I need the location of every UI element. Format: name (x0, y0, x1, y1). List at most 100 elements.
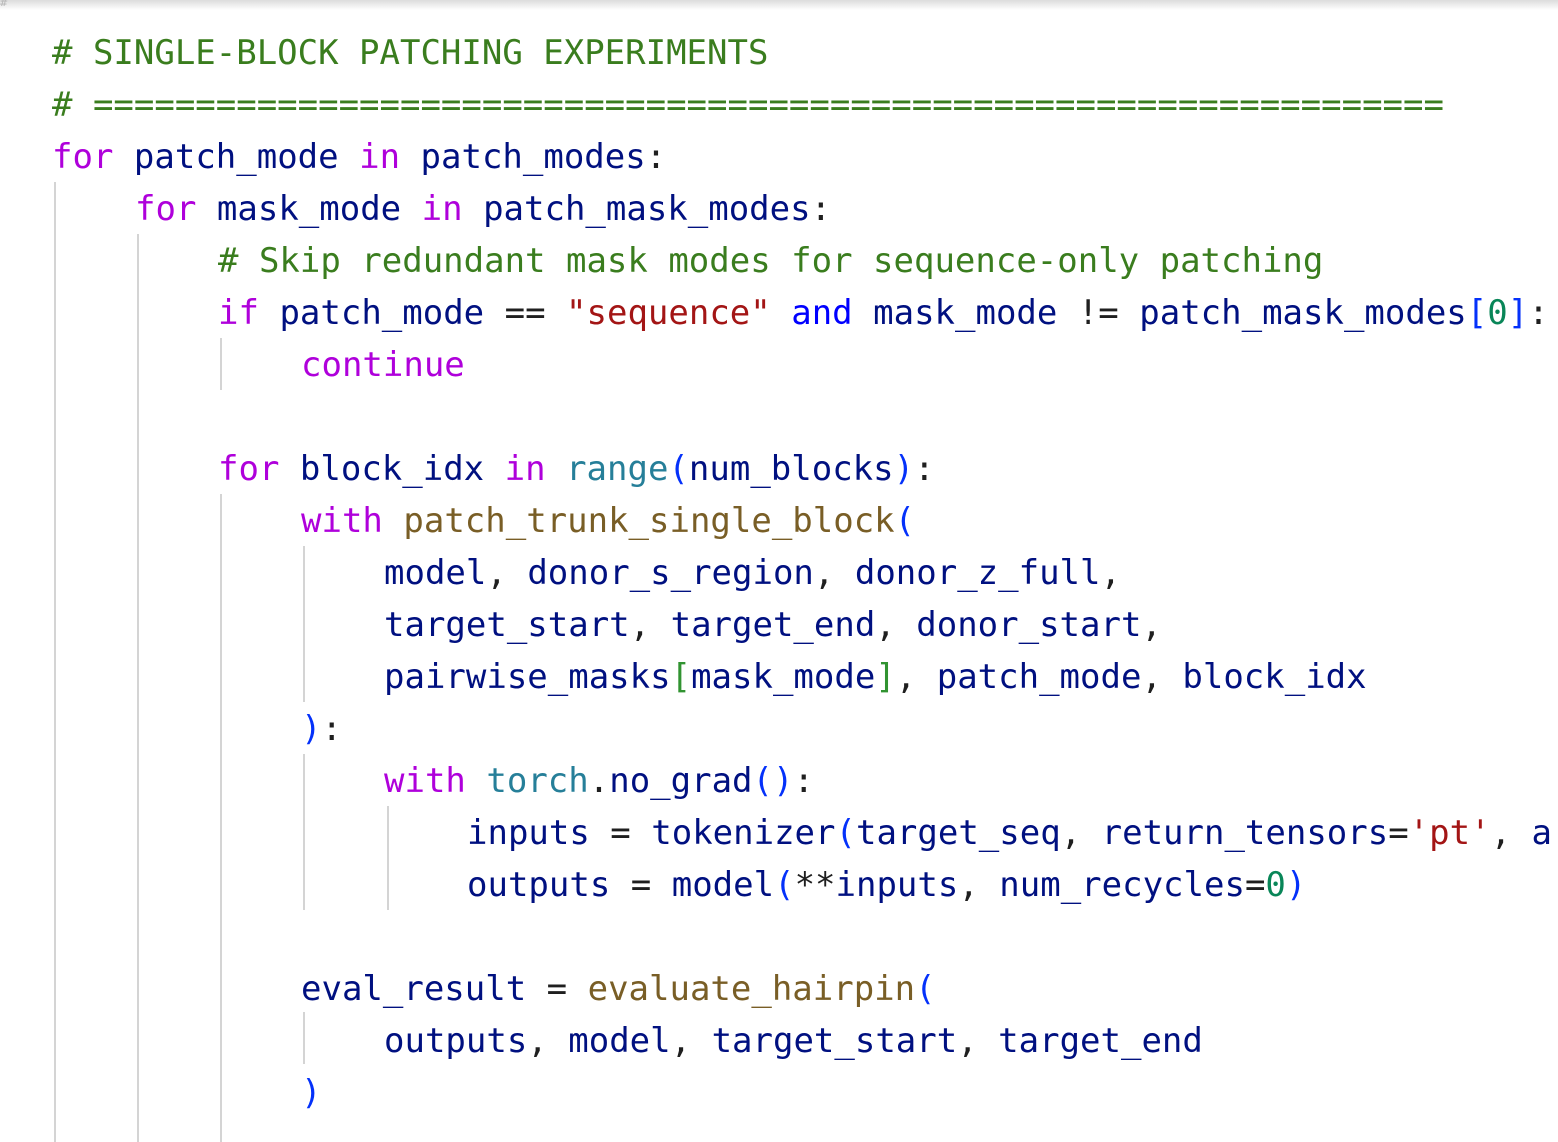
code-line[interactable]: outputs, model, target_start, target_end (384, 1015, 1203, 1067)
code-token-ident: model (671, 865, 775, 905)
code-token-ident: patch_mode (133, 137, 339, 177)
code-token-text (546, 449, 566, 489)
code-token-func: patch_trunk_single_block (403, 501, 895, 541)
indent-guide (137, 234, 139, 1142)
code-token-ident: donor_s_region (527, 553, 814, 593)
code-token-bracket1: ( (894, 501, 916, 541)
code-line[interactable]: # ======================================… (52, 79, 1444, 131)
code-token-ident: model (384, 553, 487, 593)
code-line[interactable]: pairwise_masks[mask_mode], patch_mode, b… (384, 651, 1367, 703)
code-token-text: , (1141, 657, 1183, 697)
code-token-logic: and (791, 293, 853, 333)
code-token-comment: # SINGLE-BLOCK PATCHING EXPERIMENTS (52, 33, 769, 73)
code-line[interactable]: with torch.no_grad(): (384, 755, 814, 807)
code-token-ident: a (1531, 813, 1553, 853)
code-token-text (383, 501, 403, 541)
code-token-text: : (810, 189, 832, 229)
code-token-bracket1: ) (1285, 865, 1307, 905)
code-token-bracket1: ( (668, 449, 689, 489)
code-token-ident: target_start (711, 1021, 958, 1061)
code-token-text: , (1141, 605, 1162, 645)
code-token-text: : (645, 137, 667, 177)
code-token-ident: patch_mode (279, 293, 485, 333)
code-token-text: ** (794, 865, 836, 905)
code-token-text: : (914, 449, 935, 489)
code-line[interactable]: for block_idx in range(num_blocks): (218, 443, 935, 495)
code-token-ident: num_blocks (688, 449, 894, 489)
code-token-ident: patch_mask_modes (483, 189, 811, 229)
code-token-ident: no_grad (609, 761, 753, 801)
code-token-ident: inputs (835, 865, 959, 905)
code-line[interactable]: ) (301, 1067, 321, 1119)
code-token-text: , (895, 657, 937, 697)
code-token-text: . (588, 761, 610, 801)
code-token-ident: mask_mode (216, 189, 402, 229)
code-token-ident: patch_mask_modes (1139, 293, 1467, 333)
code-token-number: 0 (1265, 865, 1286, 905)
code-line[interactable]: for patch_mode in patch_modes: (52, 131, 666, 183)
code-line[interactable]: continue (301, 339, 465, 391)
code-token-ident: model (568, 1021, 671, 1061)
code-token-bracket1: ] (1507, 293, 1529, 333)
indent-guide (303, 754, 305, 910)
code-token-text: = (526, 969, 588, 1009)
code-line[interactable]: with patch_trunk_single_block( (301, 495, 915, 547)
code-line[interactable]: ): (301, 703, 342, 755)
code-token-bracket1: ) (893, 449, 915, 489)
code-token-ident: target_end (670, 605, 876, 645)
code-token-string: 'pt' (1408, 813, 1491, 853)
code-token-keyword: if (218, 293, 259, 333)
code-token-ident: pairwise_masks (384, 657, 671, 697)
editor-top-shadow (0, 0, 1558, 10)
code-line[interactable]: if patch_mode == "sequence" and mask_mod… (218, 287, 1549, 339)
code-token-ident: target_seq (855, 813, 1061, 853)
code-line[interactable]: outputs = model(**inputs, num_recycles=0… (467, 859, 1306, 911)
code-token-ident: inputs (467, 813, 590, 853)
code-token-bracket2: ] (875, 657, 896, 697)
code-line[interactable]: # Skip redundant mask modes for sequence… (218, 235, 1323, 287)
code-token-ident: block_idx (1182, 657, 1367, 697)
code-token-bracket1: ( (915, 969, 936, 1009)
code-line[interactable]: model, donor_s_region, donor_z_full, (384, 547, 1121, 599)
code-token-ident: donor_z_full (854, 553, 1101, 593)
code-token-keyword: with (301, 501, 383, 541)
code-token-text: , (957, 1021, 999, 1061)
code-token-keyword: in (359, 137, 401, 177)
code-token-text: , (958, 865, 1000, 905)
indent-guide (220, 338, 222, 390)
code-token-text: , (670, 1021, 712, 1061)
code-token-bracket1: () (752, 761, 794, 801)
code-token-func: evaluate_hairpin (587, 969, 916, 1009)
code-token-text: , (813, 553, 855, 593)
code-token-string: "sequence" (566, 293, 771, 333)
previous-line-fragment: # (0, 0, 400, 6)
code-token-text: : (1528, 293, 1549, 333)
code-token-text: = (1388, 813, 1409, 853)
code-token-text (466, 761, 486, 801)
code-token-bracket1: ( (774, 865, 795, 905)
code-token-text: , (629, 605, 671, 645)
code-token-bracket2: [ (670, 657, 692, 697)
code-token-text: , (1100, 553, 1121, 593)
code-line[interactable]: inputs = tokenizer(target_seq, return_te… (467, 807, 1552, 859)
code-line[interactable]: target_start, target_end, donor_start, (384, 599, 1162, 651)
code-token-ident: target_end (998, 1021, 1203, 1061)
code-token-ident: donor_start (916, 605, 1142, 645)
code-line[interactable]: eval_result = evaluate_hairpin( (301, 963, 936, 1015)
code-token-text (259, 293, 279, 333)
code-token-text (400, 137, 420, 177)
code-line[interactable]: # SINGLE-BLOCK PATCHING EXPERIMENTS (52, 27, 768, 79)
code-token-keyword: in (504, 449, 546, 489)
code-token-bracket1: ) (301, 709, 322, 749)
code-token-text: = (1244, 865, 1266, 905)
code-token-keyword: for (218, 449, 280, 489)
code-token-text: : (793, 761, 814, 801)
code-token-text (339, 137, 359, 177)
code-token-ident: eval_result (301, 969, 527, 1009)
code-line[interactable]: for mask_mode in patch_mask_modes: (135, 183, 831, 235)
code-token-ident: mask_mode (873, 293, 1058, 333)
indent-guide (303, 546, 305, 702)
code-token-comment: # ======================================… (52, 85, 1444, 125)
code-token-text: , (875, 605, 917, 645)
